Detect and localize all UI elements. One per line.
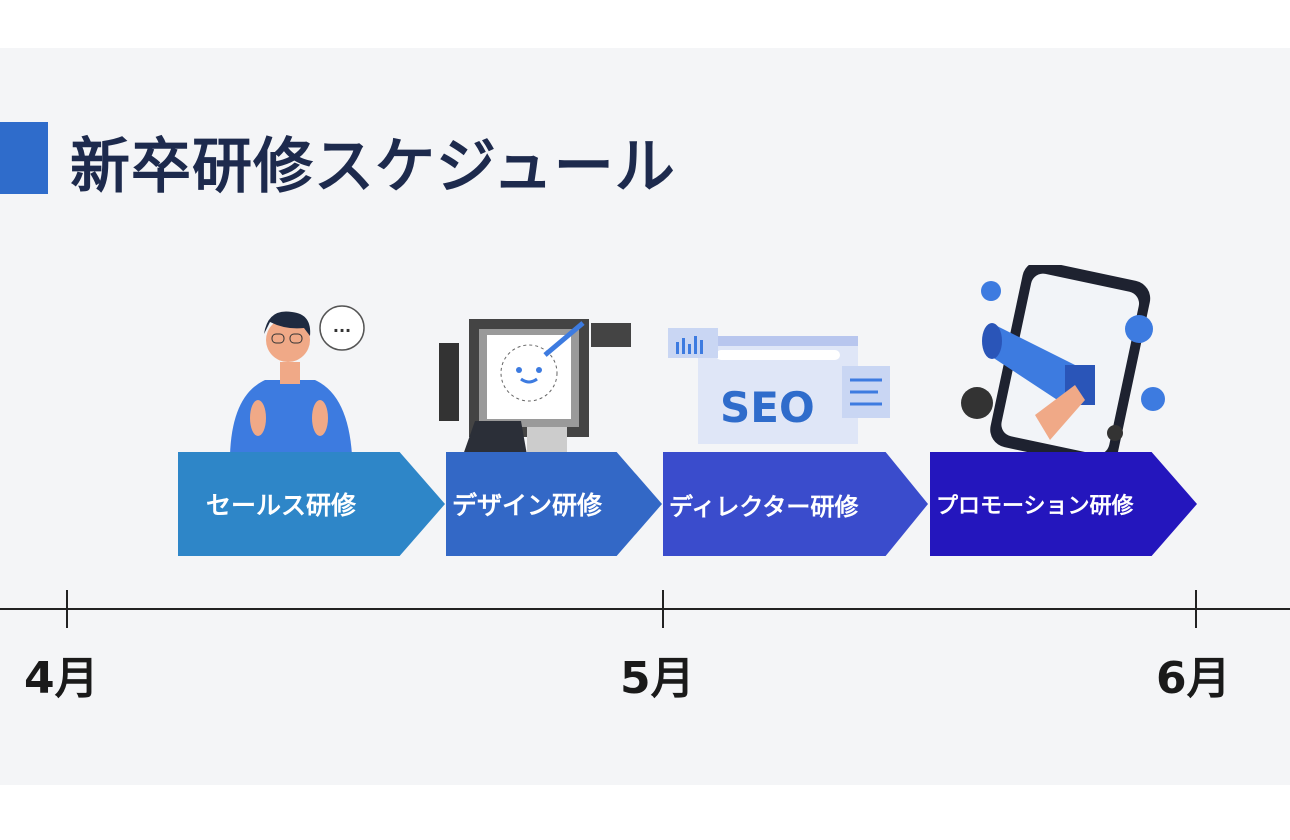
timeline-axis <box>0 608 1290 610</box>
phase-label: プロモーション研修 <box>936 494 1134 519</box>
timeline-tick <box>662 590 664 628</box>
timeline-tick <box>66 590 68 628</box>
design-illustration <box>439 319 631 455</box>
page-title: 新卒研修スケジュール <box>70 132 676 202</box>
phase-label: セールス研修 <box>206 491 357 520</box>
phase-arrow-director: ディレクター研修 <box>663 452 928 556</box>
seo-illustration: SEO <box>668 328 890 444</box>
speech-bubble-text: ... <box>333 317 351 336</box>
title-accent-bar <box>0 122 48 194</box>
phase-arrow-design: デザイン研修 <box>446 452 662 556</box>
phase-label: ディレクター研修 <box>669 492 859 521</box>
timeline-tick <box>1195 590 1197 628</box>
month-label-may: 5月 <box>620 653 695 704</box>
phase-arrow-sales: セールス研修 <box>178 452 445 556</box>
month-label-april: 4月 <box>24 653 99 704</box>
month-label-june: 6月 <box>1156 653 1231 704</box>
salesperson-illustration: ... <box>230 305 365 455</box>
seo-text: SEO <box>720 383 815 432</box>
megaphone-illustration <box>961 265 1165 455</box>
phase-label: デザイン研修 <box>452 491 603 520</box>
phase-arrow-promotion: プロモーション研修 <box>930 452 1197 556</box>
